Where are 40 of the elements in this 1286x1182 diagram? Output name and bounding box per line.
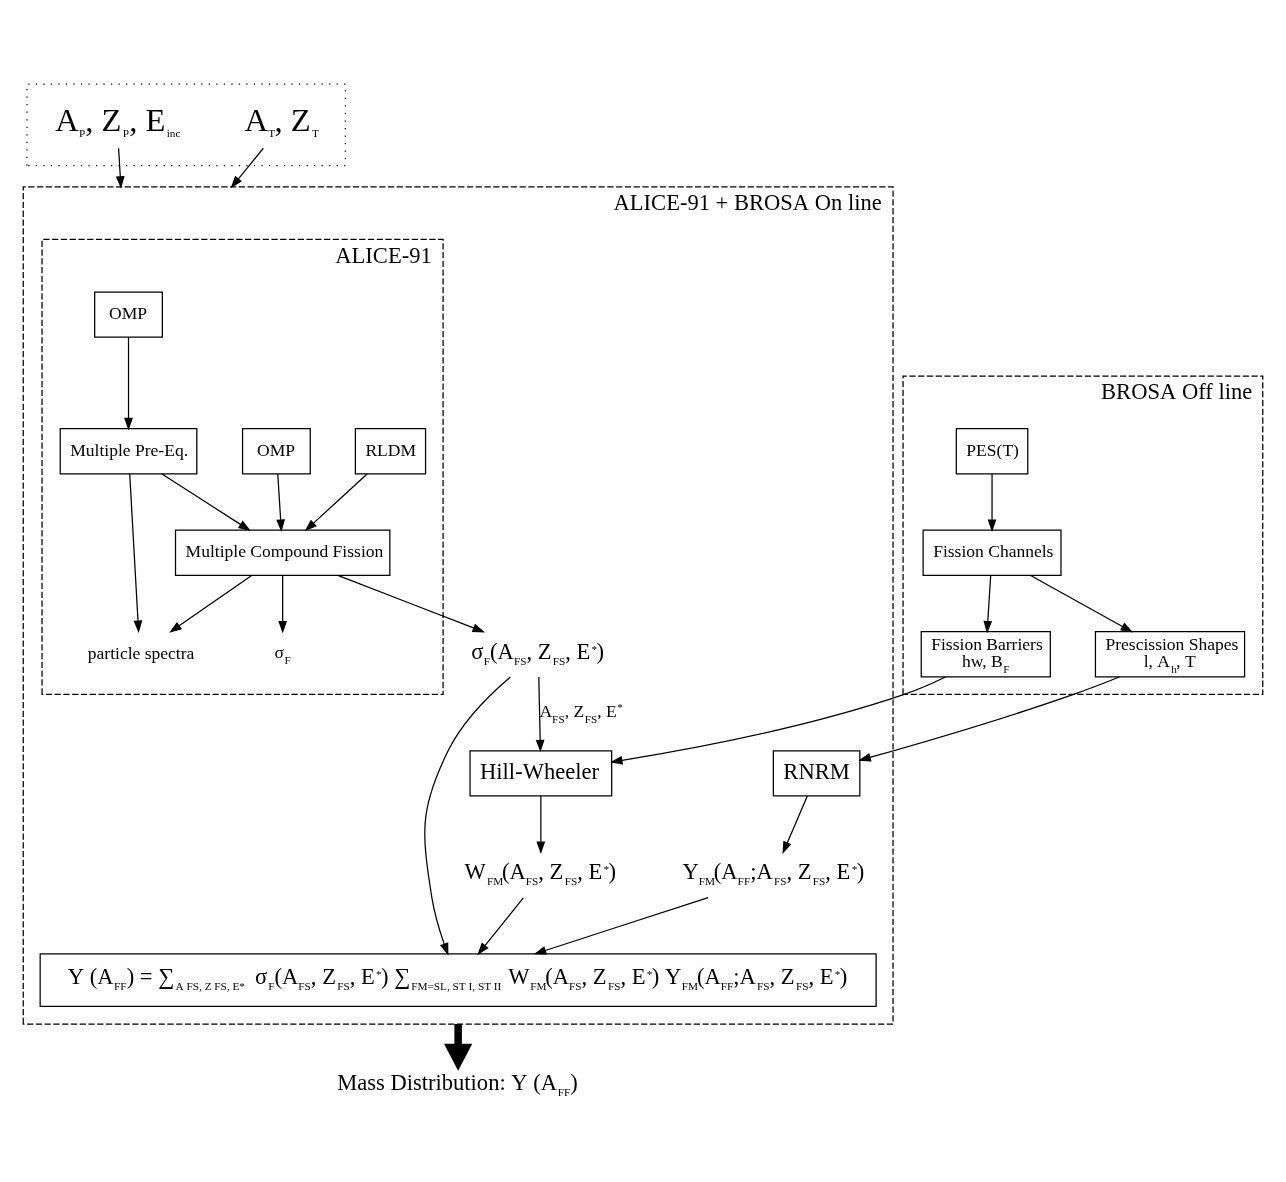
arrow xyxy=(535,676,545,753)
node-text: A$_{P}$, Z$_{P}$, E$_{inc}$ xyxy=(55,102,181,140)
arrow xyxy=(987,473,997,532)
arrow xyxy=(276,473,286,532)
arrow xyxy=(304,473,368,532)
arrow xyxy=(337,574,486,633)
arrow xyxy=(124,336,133,431)
node-box: Y (A$_{FF}$) = ∑$_{A FS, Z FS, E*}$ σ$_{F}$(A$_{FS}$, Z$_{FS}$, E$^{*}$) ∑$_{FM=SL, ST I, ST II}$ W$_{FM}$(A$_{FS}$, Z$_{FS}$, E$^{*}$) Y$_{FM}$(A$_{FF}$;A$_{FS}$, Z$_{FS}$, E$^{*}$) xyxy=(39,953,877,1008)
node-text: particle spectra xyxy=(87,642,195,663)
arrow xyxy=(983,574,993,634)
node-box: Fission Barriers hw, B$_{F}$ xyxy=(920,631,1051,678)
node-box: RLDM xyxy=(354,428,427,475)
node-text: Mass Distribution: Y (A$_{FF}$) xyxy=(337,1069,578,1098)
arrow xyxy=(424,676,512,956)
node-box: Fission Channels xyxy=(922,529,1062,576)
node-text: W$_{FM}$(A$_{FS}$, Z$_{FS}$, E$^{*}$) xyxy=(464,859,617,888)
cluster xyxy=(26,83,346,167)
node-box: Hill-Wheeler xyxy=(469,750,613,797)
arrow xyxy=(129,473,143,634)
node-box: OMP xyxy=(94,291,163,338)
arrow xyxy=(533,896,709,955)
node-box: Multiple Pre-Eq. xyxy=(59,428,198,475)
node-box: PES(T) xyxy=(955,428,1029,475)
arrow xyxy=(169,574,253,633)
node-text: σ$_{F}$(A$_{FS}$, Z$_{FS}$, E$^{*}$) xyxy=(471,638,605,667)
arrow xyxy=(161,473,251,532)
arrow xyxy=(782,795,808,854)
arrow xyxy=(115,147,125,189)
node-box: OMP xyxy=(241,428,311,475)
arrow xyxy=(230,147,264,189)
node-text: A$_{T}$, Z$_{T}$ xyxy=(244,102,320,140)
node-text: Y$_{FM}$(A$_{FF}$;A$_{FS}$, Z$_{FS}$, E$^{*}$) xyxy=(682,859,865,888)
arrow xyxy=(278,574,288,634)
arrow xyxy=(477,897,524,955)
node-box: Multiple Compound Fission xyxy=(174,529,391,576)
arrow xyxy=(1030,574,1134,633)
arrow xyxy=(536,795,546,855)
node-text: σ$_{F}$ xyxy=(274,641,291,666)
node-box: Prescission Shapes l, A$_{h}$, T xyxy=(1094,631,1246,678)
node-box: RNRM xyxy=(772,750,861,797)
